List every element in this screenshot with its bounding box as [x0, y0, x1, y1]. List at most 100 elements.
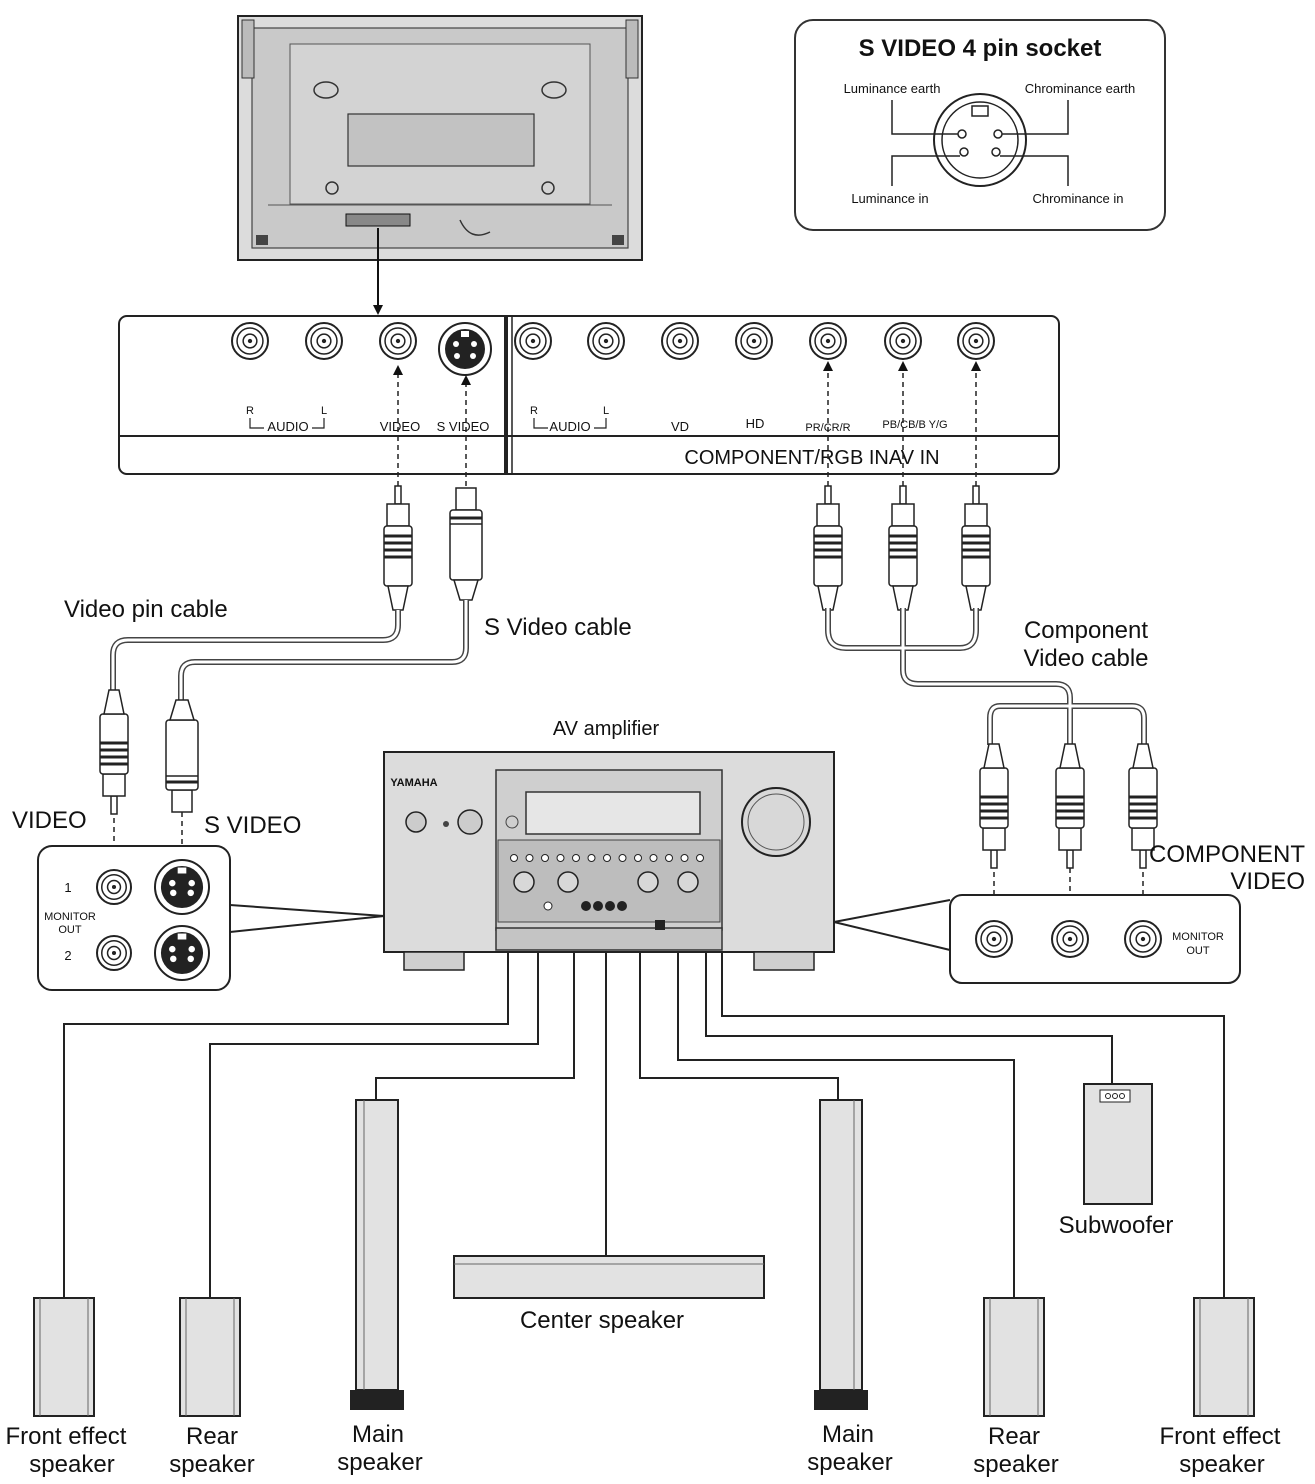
left-monitor-video-jack-2	[96, 935, 132, 971]
center-speaker-icon	[453, 1255, 765, 1299]
panel-jack-left-3	[379, 322, 417, 360]
volume-knob	[741, 787, 811, 857]
chrominance-earth-label: Chrominance earth	[1025, 81, 1136, 96]
amp-knob-3	[637, 871, 659, 893]
lower-plugs	[99, 689, 1158, 869]
component-plug-bottom-1	[979, 743, 1009, 869]
rear-speaker-left-icon	[179, 1297, 241, 1417]
panel-jack-right-2	[587, 322, 625, 360]
right-monitor-label: MONITOR	[1172, 931, 1224, 943]
svideo-plug-bottom	[165, 699, 199, 813]
rear-left-label-1: Rear	[186, 1423, 238, 1450]
tv-terminal-slot	[345, 213, 411, 227]
front-effect-speaker-right-icon	[1193, 1297, 1255, 1417]
left-video-label: VIDEO	[12, 807, 87, 834]
amplifier-controls	[510, 854, 704, 930]
panel-vd-label: VD	[671, 419, 689, 434]
upper-plugs	[383, 485, 991, 611]
tv-rear-view	[237, 15, 643, 315]
panel-jack-right-4	[735, 322, 773, 360]
av-amplifier-label: AV amplifier	[553, 718, 660, 740]
main-left-label-1: Main	[352, 1421, 404, 1448]
main-right-label-1: Main	[822, 1421, 874, 1448]
panel-jack-right-6	[884, 322, 922, 360]
left-out-label: OUT	[58, 924, 82, 936]
video-pin-plug-bottom	[99, 689, 129, 815]
component-plug-top-2	[888, 485, 918, 611]
front-effect-right-label-1: Front effect	[1160, 1423, 1281, 1450]
panel-pb-y-label: PB/CB/B Y/G	[882, 419, 947, 431]
rear-right-label-1: Rear	[988, 1423, 1040, 1450]
panel-audio-r-label: R	[246, 405, 254, 417]
panel-audio2-r-label: R	[530, 405, 538, 417]
rear-right-label-2: speaker	[973, 1451, 1058, 1478]
cables-inner	[111, 600, 1146, 745]
panel-svideo-jack	[438, 322, 492, 376]
rear-speaker-right-icon	[983, 1297, 1045, 1417]
speaker-wires	[63, 952, 1225, 1298]
svideo-pin-icon	[933, 93, 1027, 187]
chrominance-in-label: Chrominance in	[1032, 191, 1123, 206]
component-plug-top-3	[961, 485, 991, 611]
front-effect-speaker-left-icon	[33, 1297, 95, 1417]
component-plug-bottom-2	[1055, 743, 1085, 869]
panel-jack-right-5	[809, 322, 847, 360]
right-monitor-jack-1	[975, 920, 1013, 958]
front-effect-right-label-2: speaker	[1179, 1451, 1264, 1478]
panel-jack-right-7	[957, 322, 995, 360]
panel-audio-label: AUDIO	[267, 419, 308, 434]
right-monitor-jacks	[975, 920, 1162, 958]
luminance-earth-label: Luminance earth	[844, 81, 941, 96]
component-plug-top-1	[813, 485, 843, 611]
subwoofer-label: Subwoofer	[1059, 1212, 1174, 1239]
monitor-out-left: VIDEO S VIDEO 1 MONITOR OUT 2	[12, 807, 301, 991]
amp-knob-2	[557, 871, 579, 893]
panel-video-label: VIDEO	[380, 419, 420, 434]
svideo-cable-label: S Video cable	[484, 614, 632, 641]
terminal-panel: R L AUDIO VIDEO S VIDEO R L AUDIO VD HD …	[118, 315, 1060, 475]
panel-component-label: COMPONENT/RGB INAV IN	[684, 447, 939, 469]
svideo-plug-top	[449, 487, 483, 601]
left-num1: 1	[64, 880, 71, 895]
video-pin-plug-top	[383, 485, 413, 611]
left-monitor-label: MONITOR	[44, 911, 96, 923]
component-cable-label-1: Component	[1024, 617, 1148, 644]
amp-knob-1	[513, 871, 535, 893]
av-amplifier: AV amplifier YAMAHA	[383, 718, 835, 971]
monitor-out-right: COMPONENT VIDEO MONITOR OUT	[949, 841, 1305, 984]
amp-knob-4	[677, 871, 699, 893]
component-cable-label-2: Video cable	[1024, 645, 1149, 672]
main-left-label-2: speaker	[337, 1449, 422, 1476]
right-component-label-1: COMPONENT	[1149, 841, 1305, 868]
main-right-label-2: speaker	[807, 1449, 892, 1476]
left-monitor-svideo-jack-1	[154, 859, 210, 915]
luminance-in-label: Luminance in	[851, 191, 928, 206]
center-speaker-label: Center speaker	[520, 1307, 684, 1334]
amplifier-brand: YAMAHA	[390, 777, 437, 789]
power-button-icon	[405, 811, 427, 833]
rear-left-label-2: speaker	[169, 1451, 254, 1478]
main-speaker-right-icon	[814, 1099, 868, 1410]
panel-audio2-label: AUDIO	[549, 419, 590, 434]
svideo-socket-title: S VIDEO 4 pin socket	[859, 35, 1102, 62]
panel-dashed-arrows	[393, 361, 981, 486]
panel-jack-left-2	[305, 322, 343, 360]
right-monitor-jack-2	[1051, 920, 1089, 958]
left-monitor-jacks	[96, 859, 210, 981]
panel-svideo-label: S VIDEO	[437, 419, 490, 434]
left-num2: 2	[64, 948, 71, 963]
left-monitor-svideo-jack-2	[154, 925, 210, 981]
component-plug-bottom-3	[1128, 743, 1158, 869]
video-pin-cable-label: Video pin cable	[64, 596, 228, 623]
left-monitor-video-jack-1	[96, 869, 132, 905]
main-speaker-left-icon	[350, 1099, 404, 1410]
panel-jack-right-1	[514, 322, 552, 360]
right-component-label-2: VIDEO	[1230, 868, 1305, 895]
speakers: Subwoofer Center speaker Front effect sp…	[6, 1083, 1281, 1478]
left-svideo-label: S VIDEO	[204, 812, 301, 839]
right-monitor-jack-3	[1124, 920, 1162, 958]
panel-audio-l-label: L	[321, 405, 327, 417]
panel-jack-left-1	[231, 322, 269, 360]
svideo-socket-callout: S VIDEO 4 pin socket Luminance earth Chr…	[794, 19, 1166, 231]
